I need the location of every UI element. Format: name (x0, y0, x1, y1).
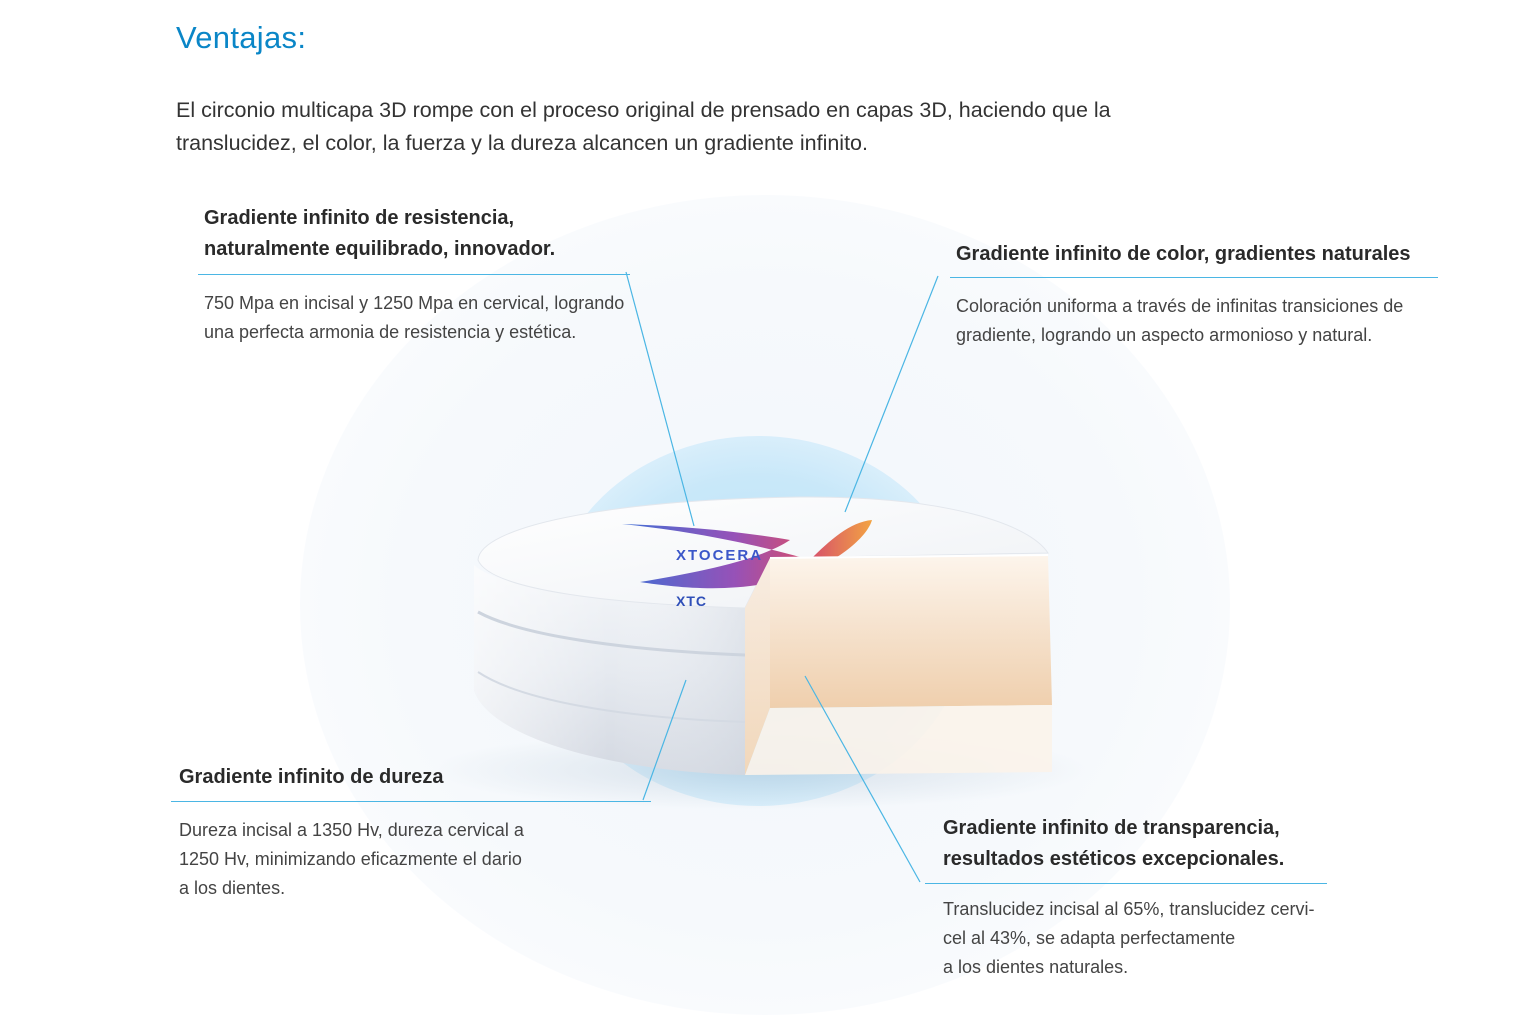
connector-hardness (642, 679, 687, 801)
feature-description: 750 Mpa en incisal y 1250 Mpa en cervica… (204, 293, 625, 342)
feature-description: Coloración uniforma a través de infinita… (956, 296, 1404, 345)
connector-color (844, 275, 939, 513)
feature-description: Dureza incisal a 1350 Hv, dureza cervica… (179, 820, 524, 898)
connector-resistance (625, 271, 695, 527)
cut-face-side (745, 558, 770, 775)
cut-face-bottom (745, 705, 1052, 775)
disc-groove-top (477, 610, 746, 657)
feature-description: Translucidez incisal al 65%, translucide… (943, 899, 1315, 977)
section-title: Ventajas: (176, 20, 307, 55)
feature-divider (950, 277, 1438, 278)
connector-transparency (804, 675, 921, 883)
feature-heading: Gradiente infinito de dureza (179, 766, 444, 788)
brand-logo-small-text: XTC (676, 593, 707, 609)
disc-top-face (477, 496, 1049, 609)
feature-heading: Gradiente infinito de color, gradientes … (956, 243, 1411, 265)
feature-transparency: Gradiente infinito de transparencia, res… (925, 813, 1363, 982)
feature-heading: Gradiente infinito de transparencia, res… (943, 817, 1285, 870)
feature-hardness: Gradiente infinito de dureza Dureza inci… (171, 762, 651, 903)
disc-groove-bottom (477, 671, 746, 723)
feature-heading: Gradiente infinito de resistencia, natur… (204, 207, 556, 260)
cut-face-back (770, 555, 1052, 708)
feature-divider (198, 274, 630, 275)
feature-color: Gradiente infinito de color, gradientes … (950, 239, 1466, 350)
feature-divider (171, 801, 651, 802)
intro-paragraph: El circonio multicapa 3D rompe con el pr… (176, 98, 1111, 155)
feature-resistance: Gradiente infinito de resistencia, natur… (198, 203, 634, 347)
brand-logo-text: XTOCERA (676, 547, 763, 564)
feature-divider (925, 883, 1327, 884)
